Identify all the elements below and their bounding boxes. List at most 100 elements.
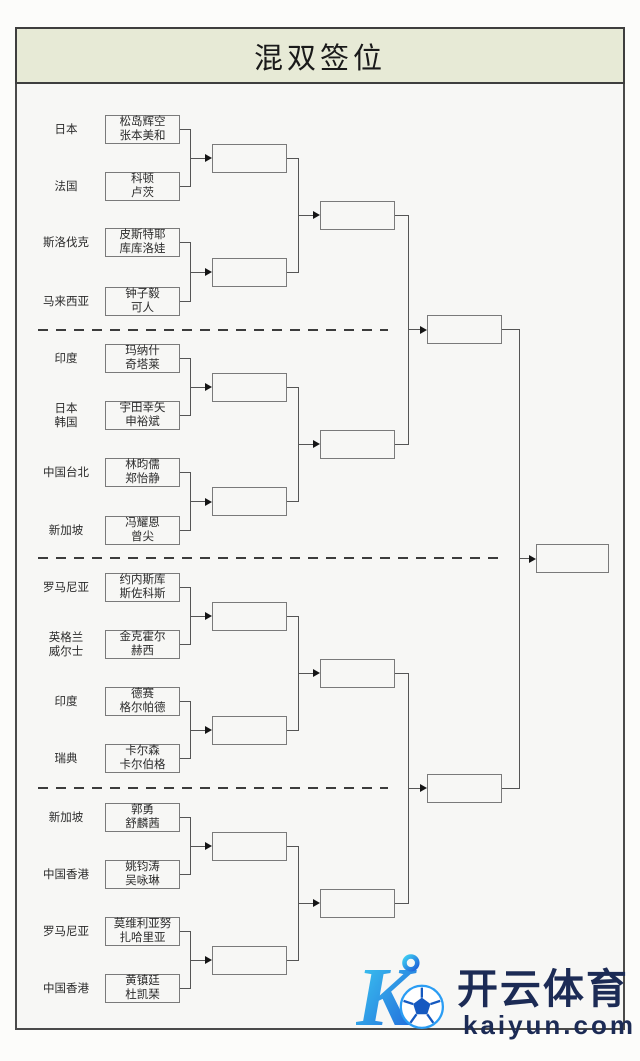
arrowhead-icon: [420, 784, 427, 792]
round2-slot: [212, 831, 287, 861]
country-label: 罗马尼亚: [24, 581, 108, 595]
player-name: 冯耀恩: [125, 517, 160, 529]
player-name: 可人: [131, 301, 154, 314]
country-label: 印度: [24, 352, 108, 366]
round2-slot: [212, 372, 287, 402]
kaiyun-watermark: K 开云体育 kaiyun.com: [356, 946, 636, 1046]
country-line: 新加坡: [48, 811, 84, 824]
football-icon: [399, 984, 445, 1029]
player-name: 卡尔森: [125, 745, 160, 757]
entry-box: 林昀儒郑怡静: [105, 458, 180, 487]
watermark-domain: kaiyun.com: [462, 1010, 636, 1040]
watermark-text: 开云体育 kaiyun.com: [457, 968, 636, 1038]
connector: [190, 501, 205, 502]
connector: [180, 701, 190, 702]
arrowhead-icon: [313, 899, 320, 907]
country-line: 马来西亚: [43, 295, 89, 308]
connector: [180, 242, 190, 243]
connector: [408, 787, 420, 789]
connector: [190, 959, 205, 961]
connector: [190, 271, 205, 273]
player-name: 奇塔莱: [125, 358, 160, 371]
connector: [298, 672, 313, 674]
connector: [287, 845, 298, 847]
country-label: 新加坡: [24, 811, 108, 825]
player-name: 申裕斌: [125, 415, 160, 428]
watermark-brand: 开云体育: [456, 966, 629, 1012]
arrowhead-icon: [313, 440, 320, 449]
player-name: 金克霍尔: [119, 631, 166, 643]
entry-box: 黄镇廷杜凯琹: [105, 974, 180, 1003]
entry-box: 姚钧涛吴咏琳: [105, 860, 180, 889]
player-name: 皮斯特耶: [119, 229, 166, 241]
country-label: 罗马尼亚: [24, 925, 108, 939]
country-label: 法国: [24, 180, 108, 194]
connector: [395, 443, 408, 445]
player-name: 斯佐科斯: [119, 587, 166, 600]
player-name: 赫西: [131, 644, 154, 657]
connector: [180, 415, 190, 416]
connector: [180, 758, 190, 759]
section-divider: [38, 787, 388, 789]
title-band: 混双签位: [15, 27, 625, 84]
connector: [502, 329, 519, 331]
player-name: 杜凯琹: [125, 988, 160, 1001]
final-slot: [536, 544, 609, 574]
connector: [190, 615, 205, 617]
arrowhead-icon: [205, 268, 212, 276]
entry-box: 科顿卢茨: [105, 172, 180, 201]
country-line: 威尔士: [48, 645, 84, 658]
entry-box: 钟子毅可人: [105, 287, 180, 316]
country-line: 法国: [54, 180, 78, 193]
player-name: 莫维利亚努: [113, 918, 172, 930]
country-line: 中国香港: [43, 868, 89, 881]
entry-box: 金克霍尔赫西: [105, 630, 180, 659]
section-divider: [38, 557, 500, 559]
connector: [180, 988, 190, 989]
connector: [180, 644, 190, 645]
connector: [190, 157, 205, 159]
player-name: 钟子毅: [125, 288, 160, 300]
connector: [287, 615, 298, 617]
kaiyun-logo-icon: K: [356, 951, 445, 1042]
entry-box: 皮斯特耶库库洛娃: [105, 228, 180, 257]
player-name: 黄镇廷: [125, 975, 160, 987]
connector: [180, 874, 190, 875]
round2-slot: [212, 257, 287, 287]
connector: [287, 157, 298, 159]
player-name: 郑怡静: [125, 472, 160, 485]
country-line: 日本: [54, 123, 78, 136]
arrowhead-icon: [313, 669, 320, 677]
country-line: 新加坡: [48, 524, 84, 537]
player-name: 卡尔伯格: [119, 758, 166, 771]
arrowhead-icon: [420, 325, 427, 334]
country-line: 印度: [54, 352, 78, 365]
country-line: 韩国: [54, 416, 78, 429]
entry-box: 郭勇舒麟茜: [105, 803, 180, 832]
country-label: 中国台北: [24, 466, 108, 480]
semifinal-slot: [427, 773, 502, 803]
quarterfinal-slot: [320, 888, 395, 918]
connector: [190, 729, 205, 731]
player-name: 宇田幸矢: [119, 402, 166, 414]
country-line: 中国香港: [43, 982, 89, 995]
connector: [519, 558, 529, 560]
player-name: 约内斯库: [119, 574, 166, 586]
connector: [190, 845, 205, 847]
player-name: 扎哈里亚: [119, 931, 166, 944]
arrowhead-icon: [313, 211, 320, 219]
connector: [180, 472, 190, 473]
connector: [287, 729, 298, 731]
connector: [180, 358, 190, 359]
entry-box: 德赛格尔帕德: [105, 687, 180, 716]
arrowhead-icon: [205, 956, 212, 964]
country-line: 中国台北: [43, 466, 89, 479]
connector: [298, 902, 313, 904]
entry-box: 玛纳什奇塔莱: [105, 344, 180, 373]
quarterfinal-slot: [320, 658, 395, 688]
round2-slot: [212, 601, 287, 631]
player-name: 舒麟茜: [125, 817, 160, 830]
connector: [180, 530, 190, 531]
country-label: 中国香港: [24, 868, 108, 882]
player-name: 库库洛娃: [119, 242, 166, 255]
